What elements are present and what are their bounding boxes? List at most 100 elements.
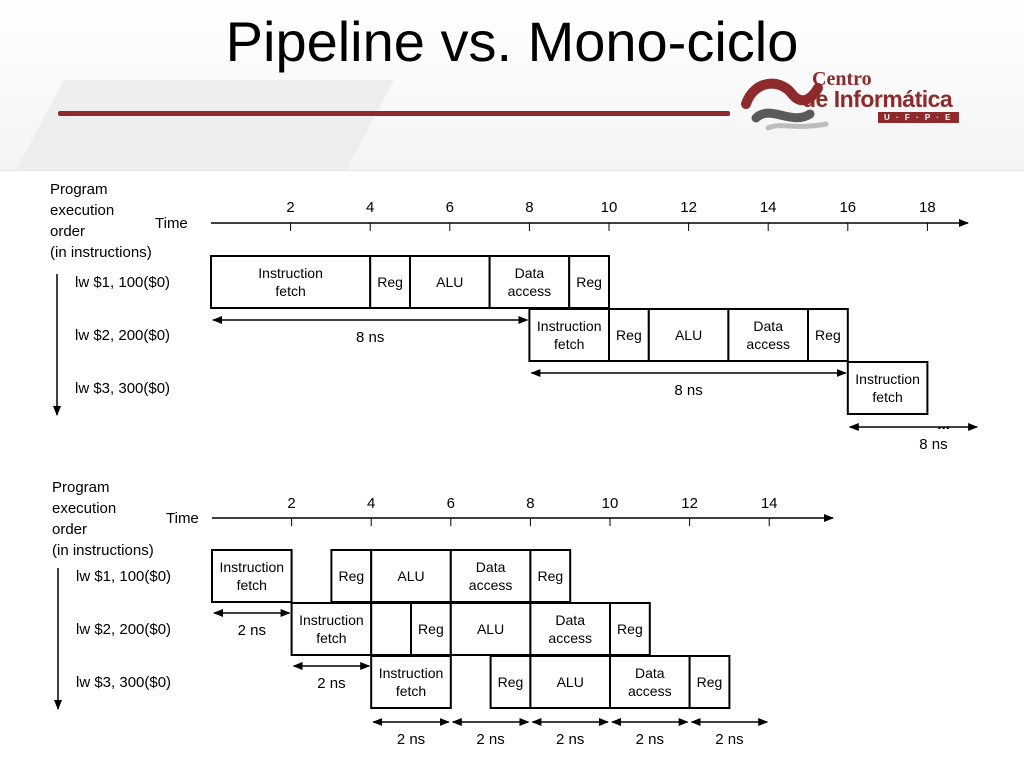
time-tick-label: 2 (286, 199, 294, 216)
stage-label: access (469, 577, 513, 593)
time-label: Time (155, 215, 188, 232)
time-label: Time (166, 510, 199, 527)
duration-label: 8 ns (356, 329, 384, 346)
title-rule (58, 111, 730, 116)
time-tick-label: 12 (681, 495, 698, 512)
order-label-line: execution (50, 202, 114, 219)
instruction-label: lw $3, 300($0) (76, 674, 171, 691)
time-tick-label: 18 (919, 199, 936, 216)
continuation-ellipsis: ... (937, 416, 950, 433)
stage-label: Instruction (855, 371, 920, 387)
stage-box (370, 655, 452, 709)
order-label-line: order (52, 521, 87, 538)
order-label-line: order (50, 223, 85, 240)
stage-label: fetch (275, 283, 305, 299)
instruction-label: lw $1, 100($0) (75, 274, 170, 291)
time-tick-label: 4 (366, 199, 374, 216)
stage-box (529, 655, 612, 709)
stage-box (688, 655, 731, 709)
stage-box (846, 361, 929, 415)
stage-label: Reg (377, 274, 403, 290)
slide-title: Pipeline vs. Mono-ciclo (225, 10, 799, 73)
time-tick-label: 6 (447, 495, 455, 512)
centro-de-informatica-logo: Centro de Informática U · F · P · E (740, 64, 970, 134)
stage-box (410, 602, 452, 656)
stage-label: fetch (396, 683, 426, 699)
logo-text-ufpe: U · F · P · E (878, 112, 959, 123)
instruction-label: lw $3, 300($0) (75, 380, 170, 397)
logo-mark-icon (741, 78, 829, 131)
duration-label: 2 ns (317, 675, 345, 692)
stage-box (488, 255, 571, 309)
stage-box (608, 308, 650, 362)
duration-label: 2 ns (715, 731, 743, 748)
stage-label: Instruction (299, 612, 364, 628)
order-label-line: (in instructions) (52, 542, 154, 559)
stage-label: access (746, 336, 790, 352)
stage-box (210, 255, 372, 309)
stage-label: Instruction (537, 318, 602, 334)
single-cycle-diagram: Program execution order (in instructions)Ti… (50, 181, 979, 453)
duration-label: 2 ns (397, 731, 425, 748)
time-tick-label: 4 (367, 495, 375, 512)
stage-box (807, 308, 849, 362)
duration-label: 2 ns (476, 731, 504, 748)
stage-label: Reg (498, 674, 524, 690)
stage-label: access (628, 683, 672, 699)
instruction-label: lw $1, 100($0) (76, 568, 171, 585)
duration-label: 2 ns (556, 731, 584, 748)
stage-box (449, 549, 532, 603)
time-tick-label: 6 (446, 199, 454, 216)
stage-label: fetch (316, 630, 346, 646)
stage-label: Data (555, 612, 585, 628)
time-tick-label: 8 (526, 495, 534, 512)
duration-label: 8 ns (919, 436, 947, 453)
stage-label: access (508, 283, 552, 299)
stage-label: access (548, 630, 592, 646)
order-label-line: Program (52, 479, 110, 496)
stage-label: Data (753, 318, 783, 334)
stage-label: Reg (697, 674, 723, 690)
time-tick-label: 12 (680, 199, 697, 216)
stage-box (528, 308, 611, 362)
stage-label: ALU (557, 674, 584, 690)
stage-box (211, 549, 293, 603)
duration-label: 2 ns (636, 731, 664, 748)
logo-text-informatica: de Informática (802, 86, 953, 112)
time-tick-label: 2 (287, 495, 295, 512)
stage-label: fetch (872, 389, 902, 405)
stage-box (370, 602, 413, 656)
stage-label: Reg (418, 621, 444, 637)
stage-box (409, 255, 491, 309)
stage-label: Reg (537, 568, 563, 584)
instruction-label: lw $2, 200($0) (76, 621, 171, 638)
stage-label: Reg (338, 568, 364, 584)
instruction-label: lw $2, 200($0) (75, 327, 170, 344)
stage-box (369, 255, 412, 309)
time-tick-label: 14 (760, 199, 777, 216)
stage-label: Reg (616, 327, 642, 343)
stage-label: fetch (237, 577, 267, 593)
order-label-line: Program (50, 181, 108, 198)
stage-label: ALU (397, 568, 424, 584)
time-tick-label: 16 (839, 199, 856, 216)
time-tick-label: 10 (601, 199, 618, 216)
stage-label: Instruction (379, 665, 444, 681)
logo-text-centro: Centro (812, 68, 872, 90)
stage-label: fetch (554, 336, 584, 352)
stage-box (449, 602, 532, 656)
stage-label: Reg (617, 621, 643, 637)
time-tick-label: 14 (761, 495, 778, 512)
stage-box (727, 308, 810, 362)
duration-label: 2 ns (238, 622, 266, 639)
stage-label: Instruction (258, 265, 323, 281)
stage-label: Data (476, 559, 506, 575)
stage-label: Reg (815, 327, 841, 343)
stage-label: Data (515, 265, 545, 281)
stage-box (609, 655, 691, 709)
stage-label: Instruction (220, 559, 285, 575)
order-label-line: (in instructions) (50, 244, 152, 261)
stage-label: Data (635, 665, 665, 681)
stage-label: ALU (675, 327, 702, 343)
